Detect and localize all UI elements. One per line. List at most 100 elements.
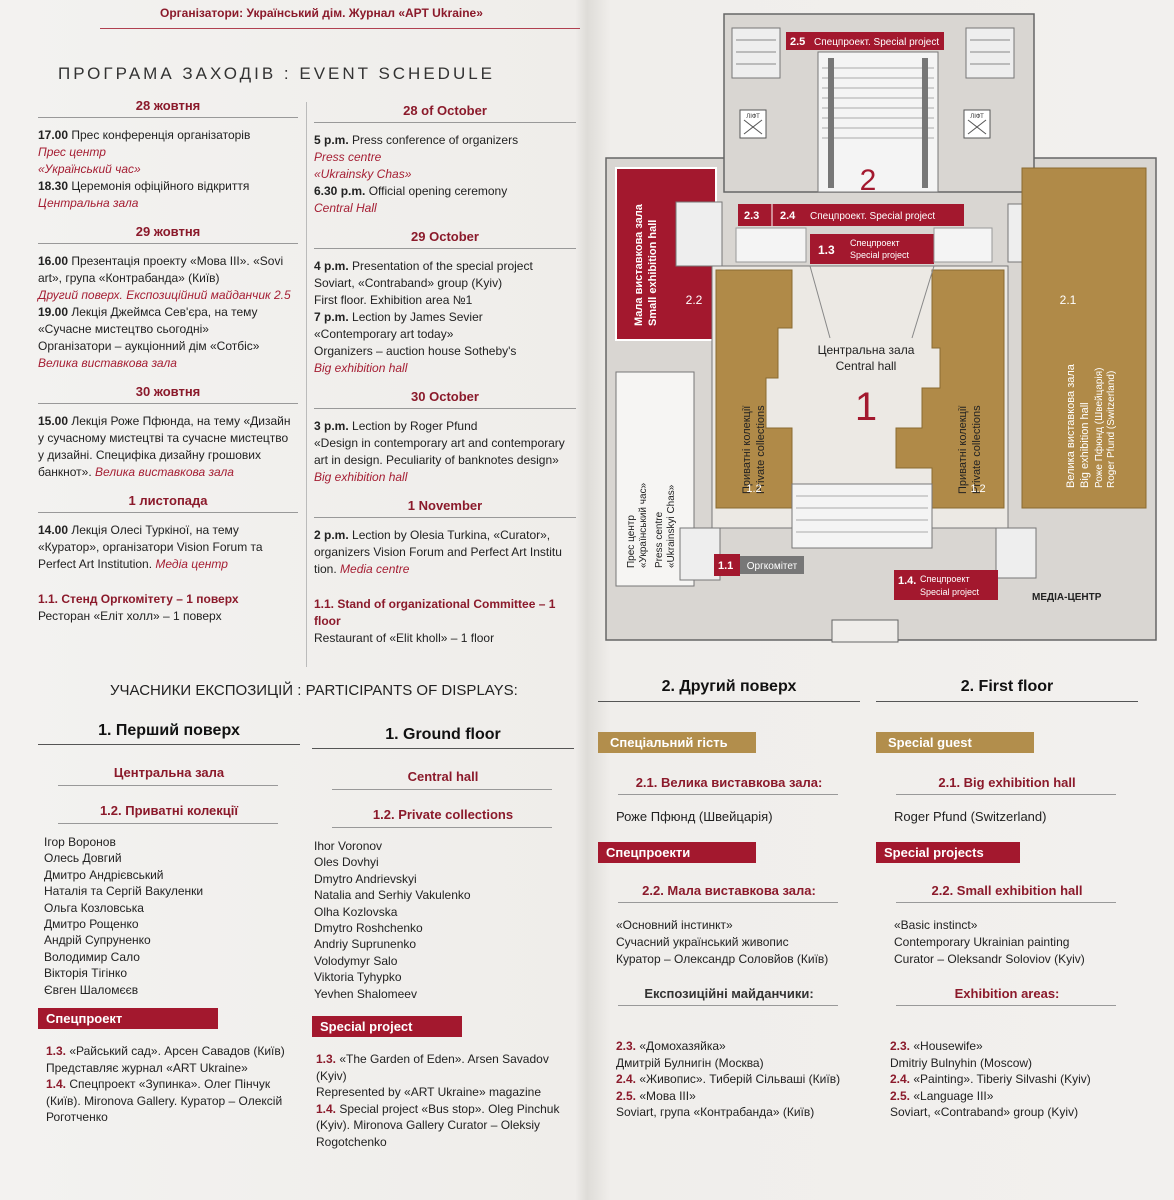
date-heading: 1 November <box>407 498 483 513</box>
day-events: 3 p.m. Lection by Roger Pfund«Design in … <box>314 418 576 486</box>
restaurant-line: Ресторан «Еліт холл» – 1 поверх <box>38 609 222 623</box>
divider <box>38 243 298 244</box>
text-line: 2.4. «Живопис». Тиберій Сільваші (Київ) <box>616 1071 860 1088</box>
lift-label: ЛІФТ <box>746 114 760 120</box>
text-line: 1.4. Спецпроект «Зупинка». Олег Пінчук <box>46 1076 300 1093</box>
divider <box>38 403 298 404</box>
line-text: Спецпроект «Зупинка». Олег Пінчук <box>66 1077 271 1092</box>
text-line: 4 p.m. Presentation of the special proje… <box>314 258 576 275</box>
divider <box>312 748 574 749</box>
line-text: Церемонія офіційного відкриття <box>68 179 250 193</box>
line-text: «Живопис». Тиберій Сільваші (Київ) <box>636 1072 841 1086</box>
time-label: 15.00 <box>38 414 69 428</box>
text-line: 2.3. «Housewife» <box>890 1038 1138 1055</box>
text-line: Perfect Art Institution. Медіа центр <box>38 556 298 573</box>
collector-name: Андрій Супруненко <box>44 933 151 948</box>
text-line: Представляє журнал «ART Ukraine» <box>46 1060 300 1077</box>
line-text: «Design in contemporary art and contempo… <box>314 436 565 450</box>
divider <box>58 785 278 786</box>
text-line: Organizers – auction house Sotheby's <box>314 343 576 360</box>
text-line: Центральна зала <box>38 195 298 212</box>
text-line: «Contemporary art today» <box>314 326 576 343</box>
text-line: «Куратор», організатори Vision Forum та <box>38 539 298 556</box>
area-number: 1.4. <box>898 575 916 587</box>
time-label: 19.00 <box>38 305 69 319</box>
divider <box>38 512 298 513</box>
venue-text: Прес центр <box>38 145 106 159</box>
special-projects-list: 1.3. «The Garden of Eden». Arsen Savadov… <box>312 1051 574 1150</box>
grand-staircase <box>817 51 939 193</box>
text-line: 2.3. «Домохазяйка» <box>616 1038 860 1055</box>
central-hall-label-en: Central hall <box>836 359 897 373</box>
collector-name: Вікторія Тігінко <box>44 966 127 981</box>
time-label: 1.3. <box>46 1044 67 1059</box>
time-label: 1.4. <box>46 1077 67 1092</box>
divider <box>332 789 552 790</box>
text-line: art in design. Peculiarity of banknotes … <box>314 452 576 469</box>
ground-floor-en: 1. Ground floor Central hall 1.2. Privat… <box>312 726 574 1150</box>
area-number: 1.1 <box>718 560 733 572</box>
collections-label-ua: Приватні колекції <box>741 406 753 494</box>
day-events: 4 p.m. Presentation of the special proje… <box>314 258 576 377</box>
line-text: «Райський сад». Арсен Савадов (Київ) <box>66 1044 285 1059</box>
line-text: банкнот». <box>38 465 92 479</box>
venue-text: Big exhibition hall <box>314 470 408 484</box>
date-heading: 28 of October <box>403 103 487 118</box>
collector-name: Viktoria Tyhypko <box>314 970 402 985</box>
line-text: Organizers – auction house Sotheby's <box>314 344 517 358</box>
first-floor-ua: 2. Другий поверх Спеціальний гість 2.1. … <box>598 678 860 1121</box>
venue-text: Media centre <box>336 562 410 576</box>
line-text: Лекція Роже Пфюнда, на тему «Дизайн <box>68 414 291 428</box>
venue-text: Big exhibition hall <box>314 361 408 375</box>
divider <box>332 827 552 828</box>
text-line: «Український час» <box>38 161 298 178</box>
date-heading: 30 October <box>411 389 479 404</box>
text-line: 1.3. «The Garden of Eden». Arsen Savadov… <box>316 1051 574 1084</box>
line-text: «Contemporary art today» <box>314 327 454 341</box>
text-line: Прес центр <box>38 144 298 161</box>
text-line: Роготченко <box>46 1109 300 1126</box>
line-text: Лекція Олесі Туркіної, на тему <box>68 523 239 537</box>
time-label: 6.30 p.m. <box>314 184 366 198</box>
column-divider <box>306 102 307 667</box>
text-line: Central Hall <box>314 200 576 217</box>
divider <box>876 701 1138 702</box>
hall-label-en: Big exhibition hall <box>1079 402 1091 488</box>
line-text: art in design. Peculiarity of banknotes … <box>314 453 559 467</box>
time-label: 2.5. <box>890 1088 911 1103</box>
text-line: Big exhibition hall <box>314 360 576 377</box>
line-text: Special project «Bus stop». Oleg Pinchuk <box>336 1101 560 1116</box>
guest-name: Roger Pfund (Switzerland) <box>894 809 1047 824</box>
special-projects-badge: Спецпроекти <box>598 842 756 863</box>
time-label: 2.3. <box>890 1039 911 1053</box>
section-heading: 1.2. Private collections <box>372 807 514 822</box>
press-label: Press centre <box>654 511 665 568</box>
divider <box>618 902 838 903</box>
text-line: 14.00 Лекція Олесі Туркіної, на тему <box>38 522 298 539</box>
text-line: Організатори – аукціонний дім «Сотбіс» <box>38 338 298 355</box>
divider <box>100 28 580 29</box>
line-text: Представляє журнал «ART Ukraine» <box>46 1060 248 1075</box>
hall-heading: Central hall <box>407 769 479 784</box>
venue-text: Центральна зала <box>38 196 139 210</box>
collections-label-ua: Приватні колекції <box>957 406 969 494</box>
line-text: Soviart, група «Контрабанда» (Київ) <box>616 1105 815 1119</box>
hall-label-ua: Мала виставкова зала <box>633 203 645 326</box>
text-line: Press centre <box>314 149 576 166</box>
area-1-1 <box>714 554 740 576</box>
line-text: «Мова III» <box>636 1088 696 1103</box>
line-text: у дизайні. Специфіка дизайну грошових <box>38 448 262 462</box>
small-hall-line: Contemporary Ukrainian painting <box>894 935 1070 949</box>
area-1-4 <box>894 570 998 600</box>
text-line: 15.00 Лекція Роже Пфюнда, на тему «Дизай… <box>38 413 298 430</box>
divider <box>58 823 278 824</box>
collector-name: Олесь Довгий <box>44 851 122 866</box>
collector-name: Дмитро Рощенко <box>44 917 139 932</box>
hall-label-en: Small exhibition hall <box>647 220 659 326</box>
text-line: 16.00 Презентація проекту «Мова III». «S… <box>38 253 298 270</box>
line-text: «Домохазяйка» <box>636 1039 726 1053</box>
text-line: Represented by «ART Ukraine» magazine <box>316 1084 574 1101</box>
line-text: «Language III» <box>910 1088 994 1103</box>
